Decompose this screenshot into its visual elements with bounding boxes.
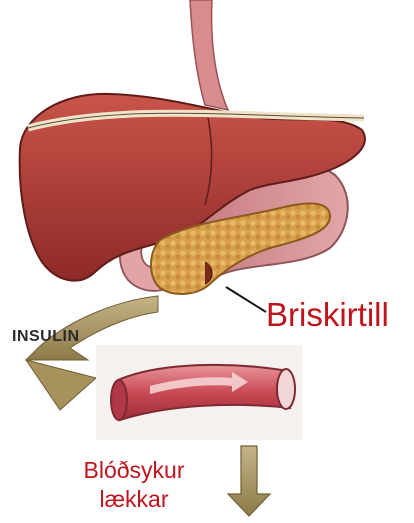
- pancreas-pointer-line: [226, 287, 266, 312]
- blood-vessel: [96, 345, 302, 440]
- pancreas-label: Briskirtill: [266, 296, 389, 334]
- blood-sugar-label-line1: Blóðsykur: [64, 456, 204, 485]
- esophagus-shape: [190, 0, 228, 110]
- decrease-arrow: [228, 446, 270, 516]
- insulin-label: INSULIN: [12, 328, 80, 346]
- blood-sugar-label-line2: lækkar: [64, 485, 204, 514]
